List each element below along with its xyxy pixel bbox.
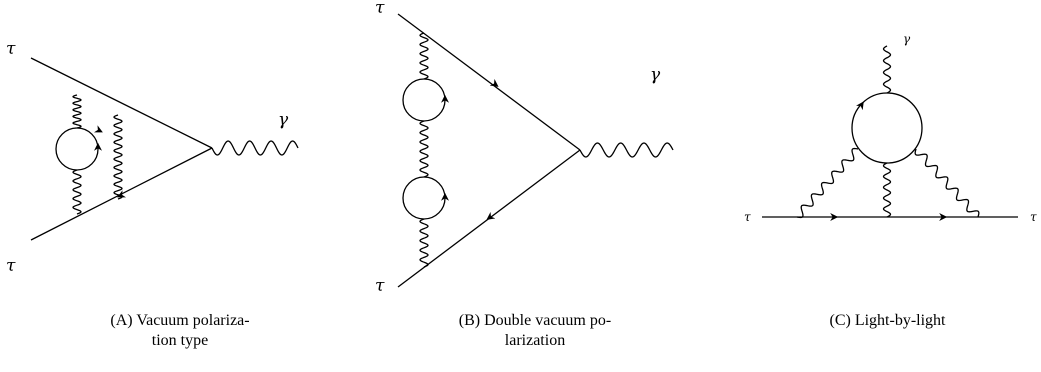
diagram-b-fermion-loop-lower [402, 176, 446, 220]
caption-b-line2: larization [504, 332, 566, 349]
caption-a-line1: (A) Vacuum polariza- [110, 312, 250, 329]
diagram-c-label-tau-right: τ [1030, 210, 1037, 224]
diagram-c-light-by-light: τ τ γ [744, 32, 1037, 224]
diagram-a-photon-vertical [113, 114, 123, 200]
diagram-a-vacuum-polarization: τ τ γ [6, 39, 299, 276]
diagram-c-photon-middle [882, 162, 892, 218]
diagram-c-fermion-loop [851, 92, 923, 164]
diagram-b-upper-tau-line [397, 13, 581, 151]
caption-c: (C) Light-by-light [795, 311, 980, 331]
diagram-c-photon-left [796, 147, 859, 219]
diagram-a-label-gamma: γ [278, 110, 289, 130]
diagram-c-photon-right [914, 148, 980, 218]
diagram-b-label-tau-top: τ [375, 0, 385, 18]
diagram-a-label-tau-bottom: τ [6, 256, 16, 276]
diagram-b-label-gamma: γ [650, 65, 661, 85]
diagram-a-upper-fermion-arrow [93, 125, 103, 133]
diagram-b-double-vacuum-polarization: τ τ γ [375, 0, 674, 296]
diagram-b-external-photon [579, 142, 674, 158]
diagram-a-photon-lower [72, 169, 82, 215]
caption-c-line1: (C) Light-by-light [829, 312, 946, 329]
diagram-b-photon-bottom [419, 218, 429, 268]
diagram-a-lower-tau-line [30, 147, 213, 241]
diagram-a-upper-tau-line [30, 57, 213, 149]
diagram-b-label-tau-bottom: τ [375, 276, 385, 296]
diagram-a-label-tau-top: τ [6, 39, 16, 59]
diagram-a-fermion-loop [55, 127, 99, 171]
diagram-c-external-photon [882, 45, 892, 94]
diagram-c-label-tau-left: τ [744, 210, 751, 224]
diagram-a-external-photon [211, 140, 299, 156]
diagram-b-fermion-loop-upper [402, 78, 446, 122]
caption-b-line1: (B) Double vacuum po- [458, 312, 612, 329]
diagram-c-label-gamma: γ [903, 32, 911, 46]
diagram-b-photon-top [419, 32, 429, 80]
caption-a-line2: tion type [151, 332, 209, 349]
diagram-b-photon-middle [419, 120, 429, 178]
caption-a: (A) Vacuum polariza- tion type [80, 311, 280, 351]
diagram-a-lower-fermion-arrow [117, 190, 127, 198]
diagram-a-photon-upper [72, 94, 82, 129]
caption-b: (B) Double vacuum po- larization [430, 311, 640, 351]
